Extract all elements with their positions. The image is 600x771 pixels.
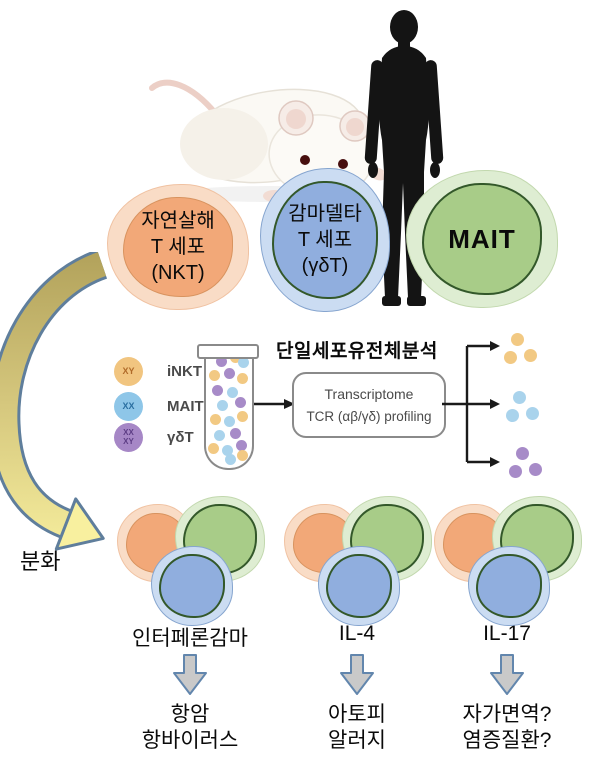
blue-cell-blob bbox=[468, 546, 550, 626]
effect-line: 알러지 bbox=[328, 729, 386, 753]
tube-to-box-arrow-icon bbox=[252, 399, 295, 409]
legend-sex-label: XX bbox=[122, 400, 135, 411]
branch-arrows-icon bbox=[442, 341, 500, 467]
tube-cell-dot bbox=[238, 357, 249, 368]
tube-cell-dot bbox=[225, 454, 236, 465]
cytokine-label-ifng: 인터페론감마 bbox=[132, 627, 248, 650]
tube-cell-dot bbox=[224, 368, 235, 379]
gdt-cell-label-line: T 세포 bbox=[297, 229, 353, 251]
tube-cell-dot bbox=[217, 400, 228, 411]
tube-cell-dot bbox=[216, 356, 227, 367]
mait-cell-label: MAIT bbox=[448, 223, 516, 254]
effect-line: 항바이러스 bbox=[141, 729, 239, 753]
gdt-dot-icon: XX XY bbox=[114, 423, 143, 452]
down-arrow-icon bbox=[340, 654, 374, 695]
mait-dot-icon: XX bbox=[114, 392, 143, 421]
tube-cell-dot bbox=[214, 430, 225, 441]
analysis-title: 단일세포유전체분석 bbox=[276, 341, 438, 362]
analysis-box-line: TCR (αβ/γδ) profiling bbox=[306, 409, 432, 424]
legend-sex-label: XX bbox=[123, 428, 134, 438]
tube-cell-dot bbox=[208, 443, 219, 454]
tube-cell-dot bbox=[210, 414, 221, 425]
tube-cell-dot bbox=[236, 440, 247, 451]
differentiation-label: 분화 bbox=[20, 549, 61, 574]
down-arrow-icon bbox=[173, 654, 207, 695]
legend-item-gdt: XX XY γδT bbox=[114, 423, 194, 452]
tube-cell-dot bbox=[237, 373, 248, 384]
effect-line: 염증질환? bbox=[462, 729, 552, 753]
tube-cell-dot bbox=[237, 411, 248, 422]
legend-sex-label: XY bbox=[122, 365, 135, 376]
tube-cell-dot bbox=[227, 387, 238, 398]
effect-text-atopy: 아토피 알러지 bbox=[267, 702, 447, 755]
effect-text-autoimmune: 자가면역? 염증질환? bbox=[417, 702, 597, 755]
test-tube-rim bbox=[197, 344, 259, 359]
blue-cell-blob bbox=[151, 546, 233, 626]
blue-cell-blob bbox=[318, 546, 400, 626]
legend-item-mait: XX MAIT bbox=[114, 392, 204, 421]
cytokine-label-il4: IL-4 bbox=[338, 622, 376, 645]
tube-cell-dot bbox=[237, 450, 248, 461]
down-arrow-icon bbox=[490, 654, 524, 695]
mait-cell: MAIT bbox=[406, 170, 558, 308]
analysis-box-line: Transcriptome bbox=[324, 386, 414, 402]
tube-cell-dot bbox=[209, 370, 220, 381]
nkt-cell-label-line: (NKT) bbox=[151, 262, 205, 284]
test-tube bbox=[204, 352, 254, 470]
gdt-cell-label-line: 감마델타 bbox=[288, 203, 362, 225]
legend-label: iNKT bbox=[167, 363, 202, 380]
nkt-cell-label-line: 자연살해 bbox=[141, 210, 215, 232]
nkt-cell: 자연살해 T 세포 (NKT) bbox=[107, 184, 249, 310]
analysis-box: Transcriptome TCR (αβ/γδ) profiling bbox=[292, 372, 446, 438]
legend-item-inkt: XY iNKT bbox=[114, 357, 202, 386]
tube-cell-dot bbox=[235, 397, 246, 408]
tube-cell-dot bbox=[222, 445, 233, 456]
cell-cluster bbox=[282, 496, 432, 630]
legend-label: MAIT bbox=[167, 398, 204, 415]
effect-text-anticancer: 항암 항바이러스 bbox=[100, 702, 280, 755]
tube-cell-dot bbox=[224, 416, 235, 427]
inkt-dot-icon: XY bbox=[114, 357, 143, 386]
effect-line: 아토피 bbox=[328, 703, 386, 726]
tube-cell-dot bbox=[212, 385, 223, 396]
gamma-delta-t-cell: 감마델타 T 세포 (γδT) bbox=[260, 168, 390, 312]
legend-sex-label: XY bbox=[123, 436, 134, 446]
differentiation-arrow-icon bbox=[0, 252, 108, 551]
nkt-cell-label-line: T 세포 bbox=[150, 236, 206, 258]
effect-line: 자가면역? bbox=[462, 703, 552, 726]
tube-cell-dot bbox=[230, 428, 241, 439]
effect-line: 항암 bbox=[170, 703, 210, 726]
cell-cluster bbox=[432, 496, 582, 630]
gdt-cell-label-line: (γδT) bbox=[301, 255, 349, 277]
legend-label: γδT bbox=[167, 429, 194, 446]
cell-cluster bbox=[115, 496, 265, 630]
cytokine-label-il17: IL-17 bbox=[483, 622, 531, 645]
